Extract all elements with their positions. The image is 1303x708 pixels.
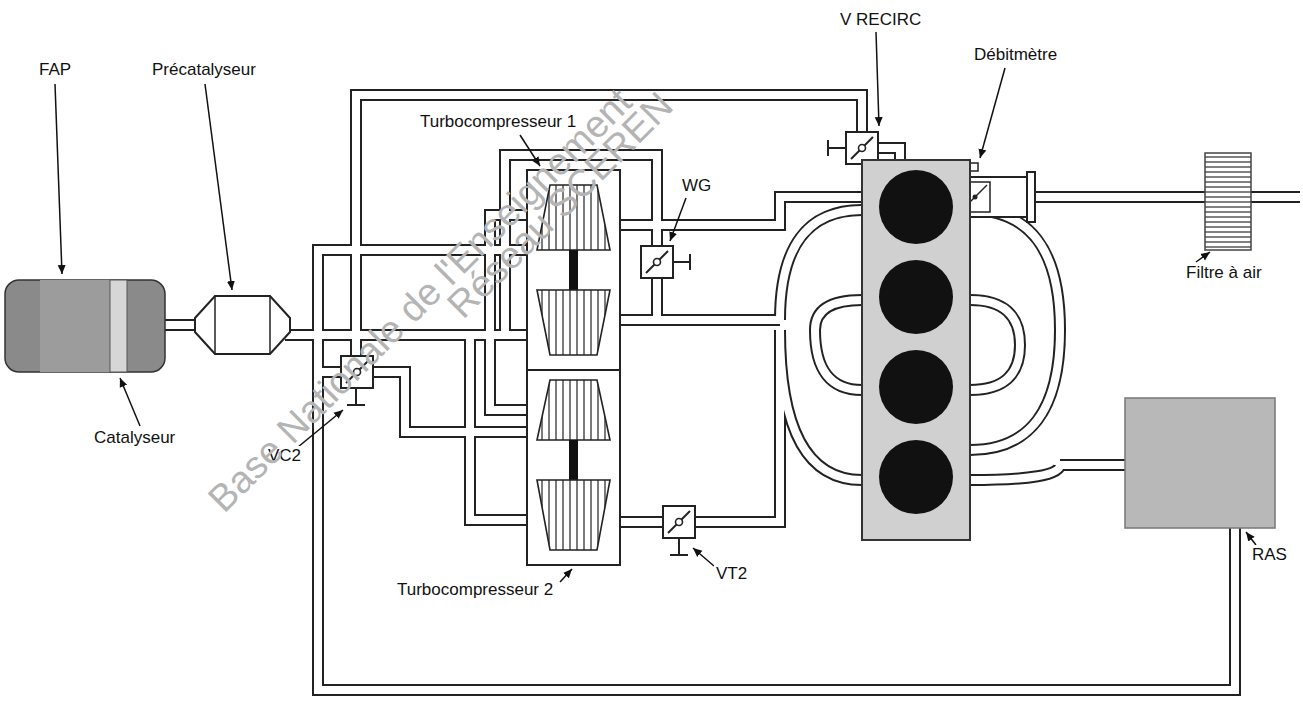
wastegate-valve xyxy=(641,246,690,278)
particulate-filter xyxy=(5,280,165,372)
part-label: Filtre à air xyxy=(1184,263,1264,283)
charge-air-cooler xyxy=(1125,398,1275,528)
part-label: RAS xyxy=(1250,545,1289,565)
turbine-valve xyxy=(663,506,695,555)
part-label: Turbocompresseur 2 xyxy=(395,580,555,600)
air-filter xyxy=(1205,153,1251,250)
part-label: WG xyxy=(680,176,713,196)
part-label: VT2 xyxy=(714,564,749,584)
part-label: FAP xyxy=(37,60,73,80)
part-label: Débitmètre xyxy=(972,45,1059,65)
pre-catalyst xyxy=(195,296,290,354)
part-label: V RECIRC xyxy=(838,10,923,30)
part-label: Catalyseur xyxy=(92,428,177,448)
leader-arrows xyxy=(55,32,1256,582)
engine-block xyxy=(862,160,970,540)
part-label: Turbocompresseur 1 xyxy=(418,112,578,132)
part-label: Précatalyseur xyxy=(150,60,258,80)
